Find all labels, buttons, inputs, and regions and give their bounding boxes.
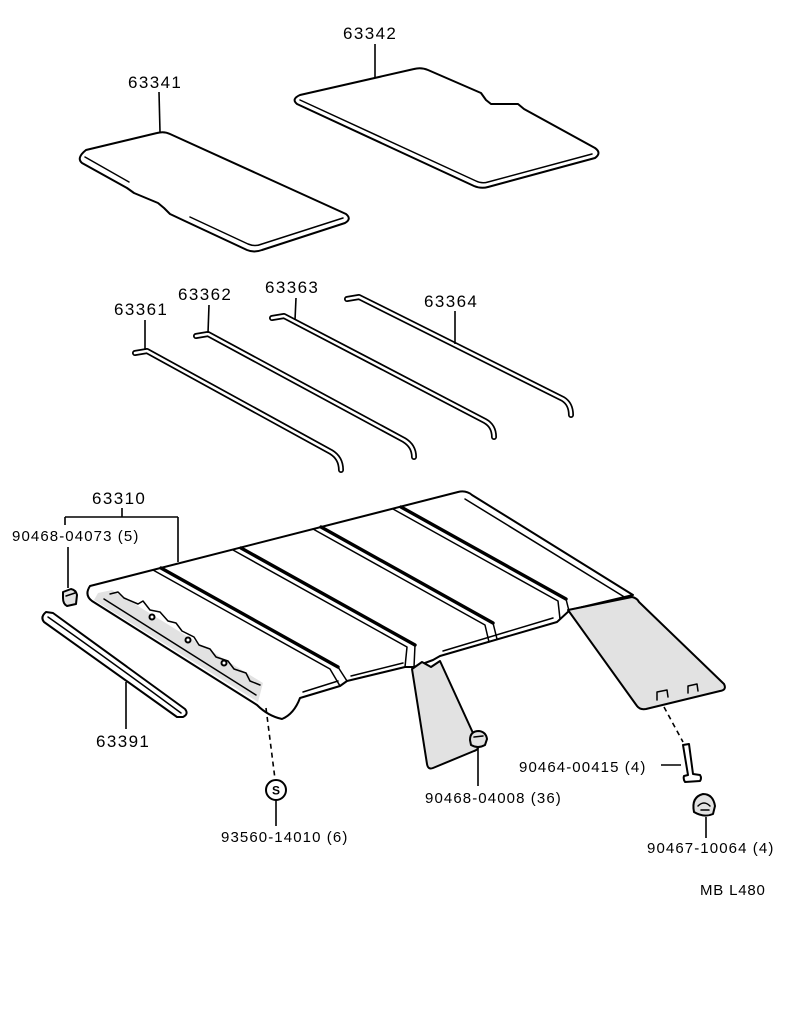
leader-line-63310 — [64, 508, 179, 562]
clip-90468-04008 — [469, 730, 488, 748]
part-label-63342[interactable]: 63342 — [343, 24, 397, 43]
part-label-63361[interactable]: 63361 — [114, 300, 168, 319]
panel-63341-outline — [78, 131, 350, 253]
panel-63342-outline — [293, 67, 600, 189]
clip-90468-04008-edge — [473, 735, 484, 738]
headliner-channel-3 — [312, 525, 498, 643]
panel-63342-edge — [299, 99, 593, 184]
part-label-90464-00415[interactable]: 90464-00415 (4) — [519, 759, 646, 776]
screw-93560-14010: S — [265, 779, 287, 801]
channel-2-lower-edge — [232, 549, 416, 668]
panel-63341-edge — [84, 156, 344, 247]
screw-install-line — [265, 707, 276, 780]
roof-strip-63362 — [193, 331, 417, 460]
front-trim-63391 — [41, 611, 188, 718]
rear-panel-clip-slot — [656, 689, 669, 701]
headliner-clip-mount — [184, 636, 192, 644]
part-label-90467-10064[interactable]: 90467-10064 (4) — [647, 840, 774, 857]
headliner-front-clip-mounts — [109, 591, 261, 686]
part-label-63341[interactable]: 63341 — [128, 73, 182, 92]
roof-panel-63342 — [293, 67, 600, 189]
pin-90464-00415-body — [682, 743, 702, 783]
headliner-side-edge-line — [464, 498, 627, 599]
roof-strip-63363 — [269, 313, 497, 440]
pin-90464-00415 — [682, 743, 702, 783]
channel-1-lower-edge — [152, 569, 348, 687]
leader-line-63362 — [207, 304, 210, 334]
headliner-clip-mount — [148, 613, 156, 621]
part-label-93560-14010[interactable]: 93560-14010 (6) — [221, 829, 348, 846]
screw-symbol-letter: S — [272, 784, 280, 798]
channel-3-upper-edge — [319, 525, 495, 625]
roof-strip-63361 — [132, 348, 344, 473]
channel-2-upper-edge — [239, 546, 417, 647]
headliner-channel-1 — [152, 566, 348, 687]
leader-line-63363 — [294, 297, 297, 321]
strip-63362-inner — [194, 332, 416, 459]
part-label-90468-04008[interactable]: 90468-04008 (36) — [425, 790, 562, 807]
headliner-channel-2 — [232, 546, 417, 668]
strip-63364-outline — [344, 294, 574, 418]
headliner-pillar-flap — [411, 660, 480, 770]
roof-panel-63341 — [78, 131, 350, 253]
roof-strip-63364 — [344, 294, 574, 418]
part-label-63363[interactable]: 63363 — [265, 278, 319, 297]
nut-90467-10064-body — [692, 793, 716, 817]
headliner-near-edge-lip — [302, 617, 554, 693]
part-label-63362[interactable]: 63362 — [178, 285, 232, 304]
nut-90467-10064-detail — [697, 802, 711, 811]
strip-63361-outline — [132, 348, 344, 473]
clip-90468-04073 — [62, 588, 78, 607]
headliner-63310 — [86, 490, 726, 770]
headliner-clip-mount — [220, 659, 228, 667]
front-trim-63391-inner — [47, 616, 182, 714]
part-label-63391[interactable]: 63391 — [96, 732, 150, 751]
clip-90468-04073-edge — [65, 592, 76, 597]
leader-line-63341 — [158, 91, 161, 133]
diagram-code: MB L480 — [700, 882, 766, 899]
strip-63364-inner — [345, 295, 573, 417]
part-label-63310[interactable]: 63310 — [92, 489, 146, 508]
strip-63361-inner — [133, 349, 343, 472]
rear-panel-clip-slot — [687, 683, 699, 694]
clip-90468-04008-body — [469, 730, 488, 748]
clip-90468-04073-body — [62, 588, 78, 607]
nut-90467-10064 — [692, 793, 716, 817]
strip-63363-outline — [269, 313, 497, 440]
part-label-63364[interactable]: 63364 — [424, 292, 478, 311]
headliner-main-body — [86, 490, 634, 720]
part-label-90468-04073[interactable]: 90468-04073 (5) — [12, 528, 139, 545]
strip-63363-inner — [270, 314, 496, 439]
channel-3-lower-edge — [312, 528, 498, 643]
headliner-front-edge-line — [103, 598, 257, 696]
channel-1-upper-edge — [159, 566, 340, 669]
channel-4-upper-edge — [399, 505, 568, 601]
headliner-rear-panel — [567, 596, 726, 711]
pin-install-line — [663, 706, 684, 743]
